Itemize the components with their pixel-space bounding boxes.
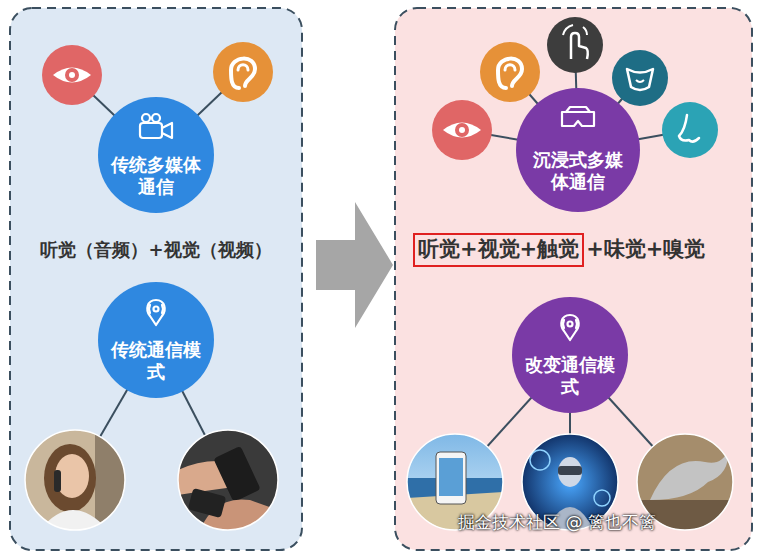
- circle-label: 传统多媒体通信: [110, 154, 202, 197]
- photo-phone-call: [25, 430, 125, 530]
- smell-icon: [662, 102, 718, 158]
- highlight-box: 听觉+视觉+触觉: [413, 233, 584, 266]
- antenna-icon: [550, 311, 590, 343]
- circle-label: 沉浸式多媒体通信: [532, 149, 624, 192]
- media-circle: 传统多媒体通信: [98, 97, 214, 213]
- right-panel: [395, 8, 752, 550]
- eye-icon: [42, 45, 102, 105]
- mode-circle: 改变通信模式: [512, 297, 628, 413]
- antenna-icon: [136, 296, 176, 328]
- ear-icon: [213, 42, 273, 102]
- vr-icon: [558, 102, 598, 134]
- right-senses-label: +味觉+嗅觉: [586, 237, 705, 262]
- eye-icon: [432, 100, 492, 160]
- transition-arrow: [316, 202, 393, 328]
- media-circle: 沉浸式多媒体通信: [516, 88, 640, 212]
- left-senses-label: 听觉（音频）+视觉（视频）: [40, 239, 271, 261]
- highlight-text: 听觉+视觉+触觉: [418, 237, 579, 262]
- mode-circle: 传统通信模式: [98, 282, 214, 398]
- leader-lines: [72, 45, 690, 482]
- left-panel: [10, 8, 302, 550]
- circle-label: 传统通信模式: [110, 339, 202, 382]
- camera-icon: [136, 111, 176, 143]
- touch-icon: [547, 17, 603, 73]
- circle-label: 改变通信模式: [524, 354, 616, 397]
- watermark: 掘金技术社区 @ 篱也不篱: [458, 512, 656, 532]
- ear-icon: [480, 42, 540, 102]
- photo-smartphones: [178, 430, 278, 530]
- taste-icon: [612, 50, 668, 106]
